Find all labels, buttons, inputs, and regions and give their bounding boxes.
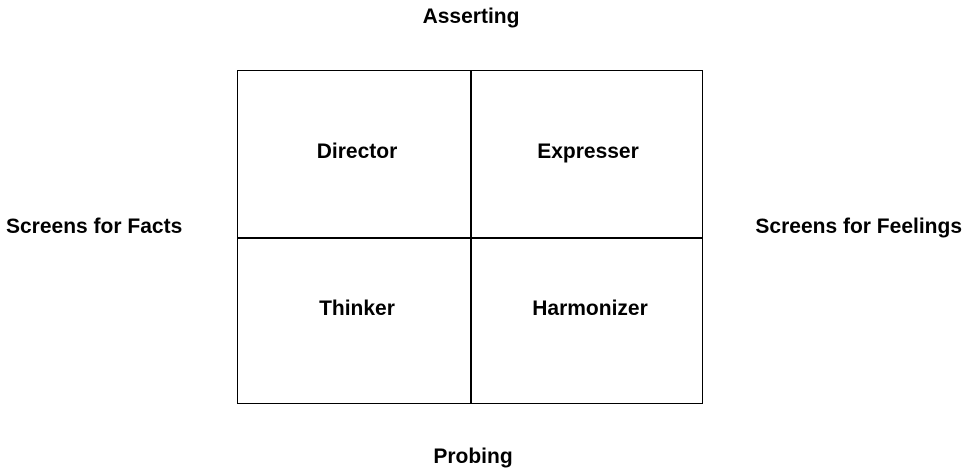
quadrant-grid: Director Expresser Thinker Harmonizer [237,70,703,404]
quadrant-label-expresser: Expresser [537,140,639,163]
quadrant-top-left: Director [238,71,470,237]
quadrant-top-right: Expresser [471,71,703,237]
axis-label-right: Screens for Feelings [755,215,962,238]
quadrant-label-harmonizer: Harmonizer [532,297,648,320]
quadrant-bottom-left: Thinker [238,238,470,404]
quadrant-label-director: Director [316,140,398,163]
quadrant-label-thinker: Thinker [319,297,395,320]
axis-label-bottom: Probing [433,445,513,468]
axis-label-left: Screens for Facts [6,215,183,238]
axis-label-top: Asserting [422,5,520,28]
horizontal-divider [238,237,702,239]
quadrant-bottom-right: Harmonizer [471,238,703,404]
